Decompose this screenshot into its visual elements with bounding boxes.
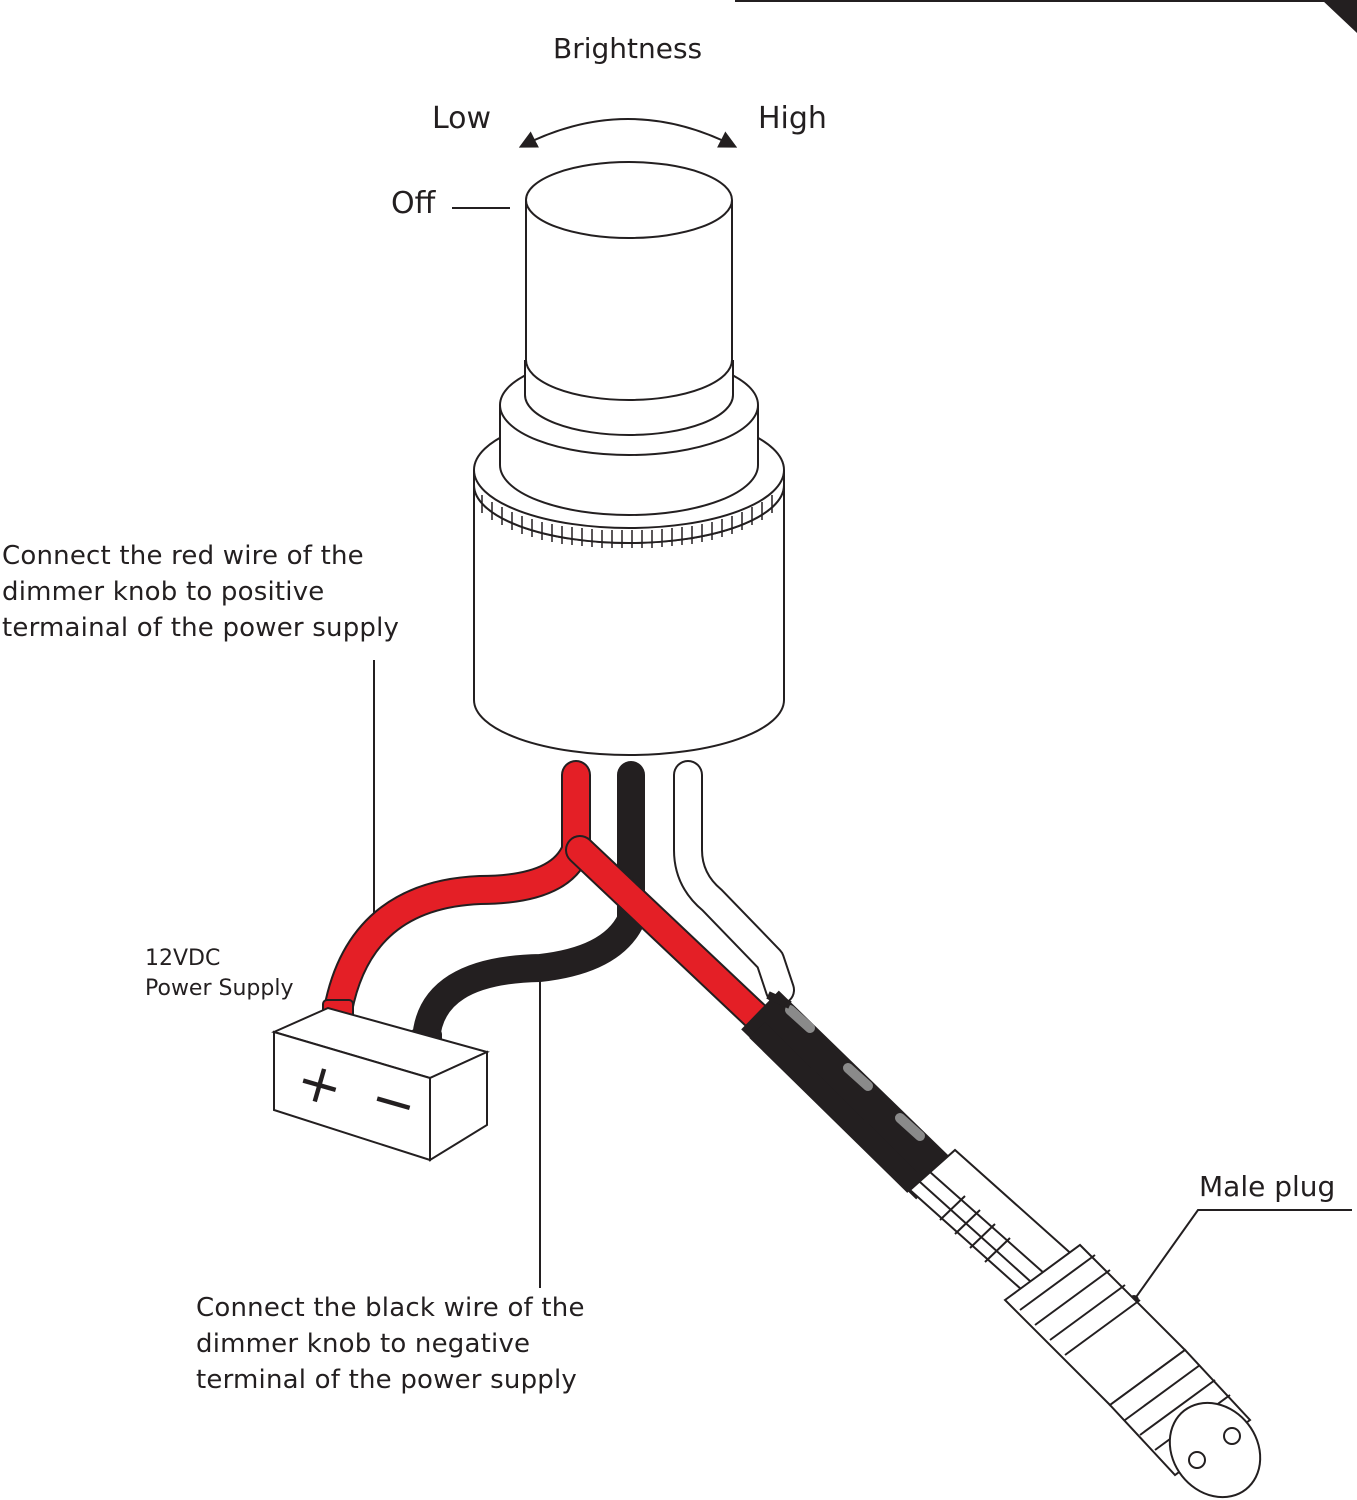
male-plug-leader-line [1133, 1209, 1352, 1301]
frame-corner-decoration [735, 0, 1357, 33]
power-supply-name: Power Supply [145, 976, 294, 1001]
black-wire-instruction: Connect the black wire of the dimmer kno… [196, 1290, 585, 1398]
brightness-label: Brightness [553, 32, 703, 65]
red-wire-instruction: Connect the red wire of the dimmer knob … [2, 538, 399, 646]
knurl-marks-static [481, 495, 773, 548]
off-label: Off [391, 186, 436, 221]
low-label: Low [432, 101, 492, 136]
rotation-arrow-icon [518, 118, 738, 148]
power-supply-voltage: 12VDC [145, 946, 221, 971]
wires [323, 760, 795, 1054]
black-note-line-2: dimmer knob to negative [196, 1329, 531, 1359]
red-note-line-1: Connect the red wire of the [2, 541, 364, 571]
red-note-line-3: termainal of the power supply [2, 613, 400, 643]
black-note-line-1: Connect the black wire of the [196, 1293, 585, 1323]
black-wire-to-battery [412, 761, 645, 1054]
high-label: High [758, 101, 827, 136]
main-cable [741, 990, 954, 1200]
male-plug-label: Male plug [1199, 1170, 1336, 1203]
battery-icon [271, 1006, 490, 1162]
black-note-line-3: terminal of the power supply [196, 1365, 578, 1395]
dimmer-knob-icon [473, 161, 785, 756]
male-plug-connector-icon [908, 1148, 1262, 1499]
red-note-line-2: dimmer knob to positive [2, 577, 325, 607]
power-supply-label: 12VDC Power Supply [145, 944, 293, 1004]
